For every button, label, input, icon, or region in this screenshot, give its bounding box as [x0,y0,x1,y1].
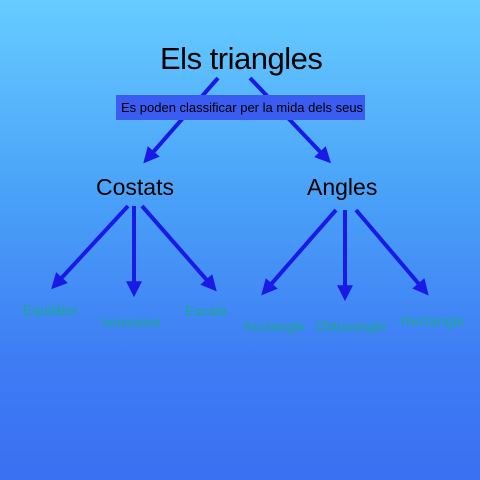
leaf-rectangle: Rectangle [401,313,465,329]
subtitle-box: Es poden classificar per la mida dels se… [116,95,365,120]
leaf-escale: Escalè [185,303,228,319]
category-costats: Costats [96,174,174,200]
arrow-angles-to-rectangle [354,208,429,296]
leaf-obtusangle: Obtusangle [315,318,387,334]
arrow-costats-to-equilater [51,204,130,290]
leaf-acutangle: Acutangle [243,318,306,334]
category-angles: Angles [307,174,378,200]
diagram-title: Els triangles [160,41,323,76]
leaf-equilater: Equilàter [23,302,79,318]
leaf-isosceles: Isòsceles [102,314,161,330]
arrow-costats-to-escale [140,204,217,292]
arrow-angles-to-acutangle [261,208,338,296]
